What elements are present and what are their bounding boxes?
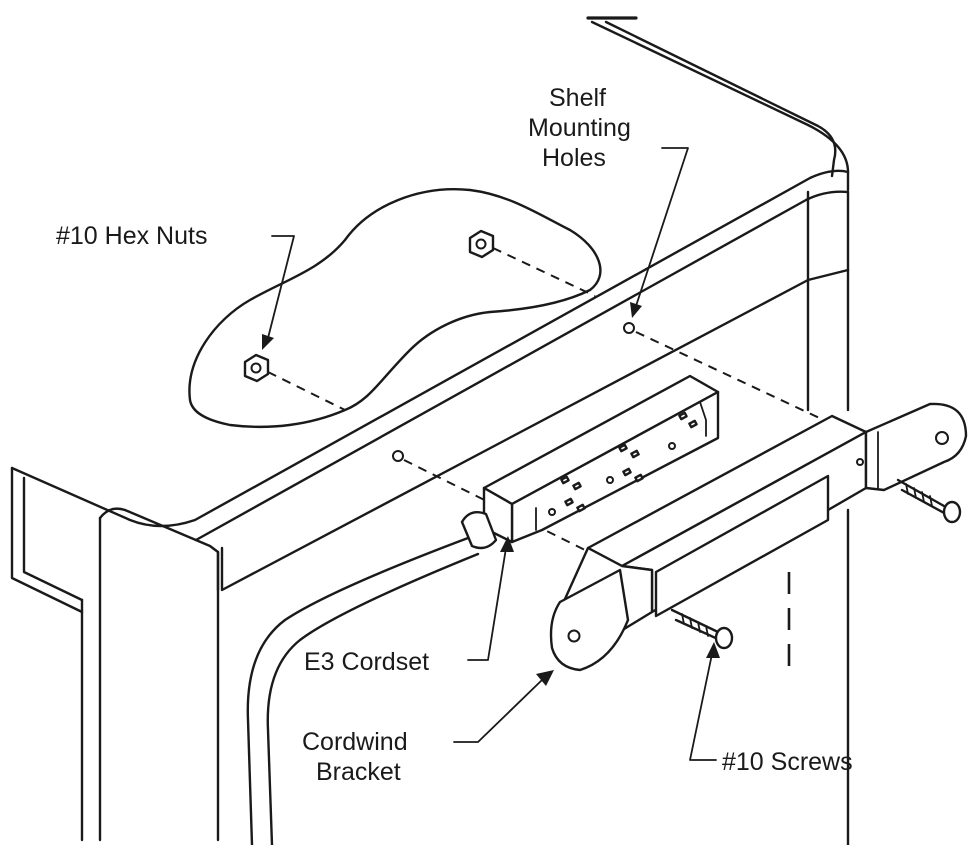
hex-nut-right	[468, 229, 495, 259]
cordset-outlets	[548, 411, 698, 516]
leader-lines	[262, 147, 720, 761]
cutaway-outline	[188, 188, 602, 429]
bracket-ear-right	[864, 402, 968, 492]
label-hex-nuts: #10 Hex Nuts	[56, 222, 207, 250]
top-front-edge-lower	[194, 190, 850, 542]
label-shelf-holes-2: Mounting	[528, 114, 631, 142]
label-bracket-1: Cordwind	[302, 728, 408, 756]
label-screws: #10 Screws	[722, 748, 853, 776]
right-post-ledge	[806, 268, 850, 282]
arrow-cordset	[500, 536, 514, 552]
bracket-ear-left-hole	[567, 629, 581, 643]
cord-line-outer	[246, 536, 470, 845]
leader-hex-nuts	[267, 235, 295, 339]
leader-shelf-holes	[635, 147, 689, 307]
label-cordset: E3 Cordset	[304, 648, 429, 676]
cord-strain-relief	[460, 511, 498, 550]
leader-cordset	[467, 547, 507, 661]
dash-hole-right	[635, 331, 846, 431]
label-shelf-holes-3: Holes	[542, 144, 606, 172]
leader-bracket	[453, 679, 543, 743]
leader-screws	[689, 653, 717, 761]
front-apron	[220, 278, 810, 592]
bracket-ear-left-face	[549, 568, 630, 672]
hex-nut-left	[243, 353, 270, 383]
screw-right	[896, 478, 962, 524]
screw-left	[670, 608, 734, 650]
arrow-hex-nuts	[262, 334, 274, 350]
bracket-ear-right-hole	[935, 431, 949, 445]
top-right-edge-inner	[604, 20, 837, 178]
shelf-hole-left	[392, 450, 404, 462]
cabinet-structure	[10, 16, 850, 845]
arrow-bracket	[536, 670, 554, 686]
bracket-window	[654, 474, 830, 618]
cordwind-bracket	[549, 402, 968, 672]
shelf-hole-right	[623, 322, 635, 334]
top-front-edge	[10, 169, 850, 528]
arrow-screws	[706, 642, 720, 658]
cutaway-view	[188, 188, 602, 429]
callout-labels: #10 Hex Nuts Shelf Mounting Holes E3 Cor…	[56, 84, 853, 786]
label-shelf-holes-1: Shelf	[549, 84, 606, 112]
dash-nut-right	[492, 247, 596, 297]
cord-line-inner	[266, 552, 480, 845]
left-panel-inner	[22, 476, 84, 602]
left-panel-top	[10, 466, 84, 614]
label-bracket-2: Bracket	[316, 758, 401, 786]
left-post-front	[98, 507, 220, 842]
dash-nut-left	[267, 371, 346, 411]
e3-cordset	[460, 374, 720, 550]
arrow-shelf-holes	[630, 302, 642, 318]
top-right-edge	[590, 20, 850, 192]
